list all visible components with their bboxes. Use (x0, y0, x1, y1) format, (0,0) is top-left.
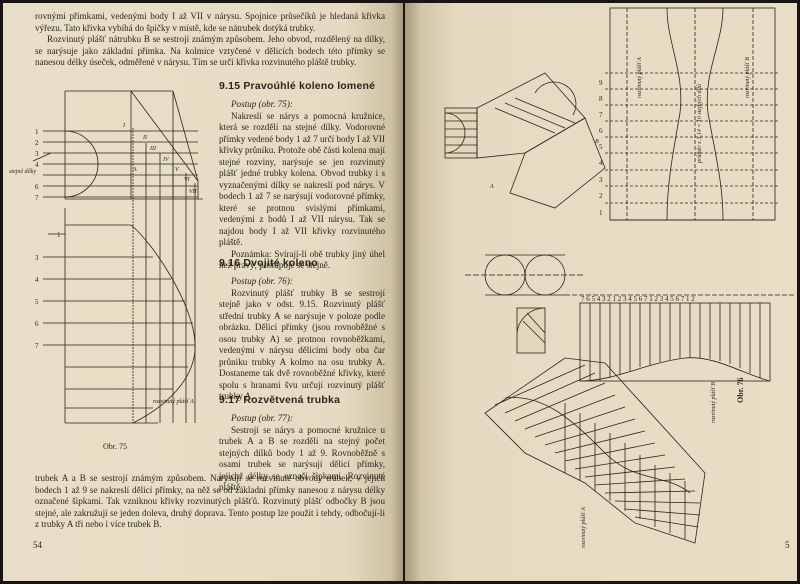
left-page-number: 54 (33, 540, 42, 550)
intro-paragraph-1: rovnými přímkami, vedenými body I až VII… (35, 11, 385, 33)
figure-75: 1 2 3 4 6 7 1 3 4 5 6 7 I II III IV V VI… (9, 90, 203, 424)
right-page: 1 2 3 4 5 6 7 8 9 7 6 5 4 3 2 1 2 3 4 5 … (405, 3, 797, 581)
fig76-num-4: 4 (599, 159, 603, 167)
fig76-label-plast-a-top: rozvinutý plášť A (637, 57, 643, 98)
right-page-number: 5 (785, 540, 790, 550)
fig75-roman-2: II (142, 135, 148, 141)
fig76-num-8: 8 (599, 95, 603, 103)
figure-76-caption: Obr. 76 (736, 378, 745, 404)
fig75-dev-num-3: 3 (35, 254, 39, 262)
fig75-num-6: 6 (35, 183, 39, 191)
section-917-text-narrow: Sestrojí se nárys a pomocné kružnice u t… (219, 424, 385, 493)
figure-75-caption: Obr. 75 (103, 442, 127, 451)
fig75-num-2: 2 (35, 139, 39, 147)
fig75-roman-3: III (149, 146, 157, 152)
book-spread: rovnými přímkami, vedenými body I až VII… (3, 3, 797, 581)
fig76-label-obvod: průměr x 3,14 = 10 stejných dílů (696, 84, 703, 164)
section-heading-917: 9.17 Rozvětvená trubka (219, 394, 341, 406)
fig75-dev-num-5: 5 (35, 298, 39, 306)
section-917-text-wide: trubek A a B se sestrojí známým způsobem… (35, 473, 385, 529)
section-915-postup: Postup (obr. 75): (231, 99, 293, 109)
fig75-roman-4: IV (162, 157, 170, 163)
figure-76-77: 1 2 3 4 5 6 7 8 9 7 6 5 4 3 2 1 2 3 4 5 … (444, 7, 795, 548)
fig76-label-b: B (595, 139, 599, 145)
intro-paragraph-2: Rozvinutý plášť nátrubku B se sestrojí z… (35, 34, 385, 67)
fig75-num-3: 3 (35, 150, 39, 158)
fig75-dev-num-1: 1 (57, 231, 61, 239)
left-page: rovnými přímkami, vedenými body I až VII… (3, 3, 403, 581)
fig75-label-stejne-dilky: stejné dílky (9, 169, 36, 175)
fig76-num-1: 1 (599, 209, 603, 217)
fig76-label-plast-b: rozvinutý plášť B (711, 382, 717, 423)
fig76-num-9: 9 (599, 79, 603, 87)
fig75-roman-5: V (175, 167, 180, 173)
fig75-dev-num-4: 4 (35, 276, 39, 284)
fig75-num-1: 1 (35, 128, 39, 136)
fig75-label-a: A (132, 167, 137, 173)
fig76-num-6: 6 (599, 127, 603, 135)
fig75-roman-7: VII (189, 189, 198, 195)
section-917-body-wide: trubek A a B se sestrojí známým způsobem… (35, 473, 385, 531)
fig76-label-plast-b-top: rozvinutý plášť B (745, 57, 751, 98)
fig76-num-7: 7 (599, 111, 603, 119)
fig75-num-4: 4 (35, 161, 39, 169)
section-916-text: Rozvinutý plášť trubky B se sestrojí ste… (219, 287, 385, 402)
fig75-roman-1: I (122, 123, 126, 129)
section-916-postup: Postup (obr. 76): (231, 276, 293, 286)
fig75-dev-num-6: 6 (35, 320, 39, 328)
fig75-num-7: 7 (35, 194, 39, 202)
section-915-note: Poznámka: Svírají-li obě trubky jiný úhe… (219, 248, 385, 271)
fig76-num-5: 5 (599, 143, 603, 151)
fig75-roman-6: VI (184, 177, 191, 183)
fig76-label-a: A (489, 184, 494, 190)
intro-paragraphs: rovnými přímkami, vedenými body I až VII… (35, 11, 385, 69)
section-916-body: Postup (obr. 76): Rozvinutý plášť trubky… (219, 276, 385, 403)
fig76-num-3: 3 (599, 176, 603, 184)
section-heading-915: 9.15 Pravoúhlé koleno lomené (219, 80, 376, 92)
section-917-body-narrow: Postup (obr. 77): Sestrojí se nárys a po… (219, 413, 385, 494)
section-915-body: Postup (obr. 75): Nakreslí se nárys a po… (219, 99, 385, 272)
fig75-dev-num-7: 7 (35, 342, 39, 350)
fig76-label-plast-a: rozvinutý plášť A (581, 507, 587, 548)
fig76-num-2: 2 (599, 192, 603, 200)
fig75-label-plast: rozvinutý plášť A (153, 399, 194, 405)
fig76-top-numbers: 7 6 5 4 3 2 1 2 3 4 5 6 7 1 2 3 4 5 6 7 … (581, 295, 695, 303)
section-heading-916: 9.16 Dvojité koleno (219, 257, 318, 269)
section-915-text: Nakreslí se nárys a pomocná kružnice, kt… (219, 110, 385, 248)
section-917-postup: Postup (obr. 77): (231, 413, 293, 423)
